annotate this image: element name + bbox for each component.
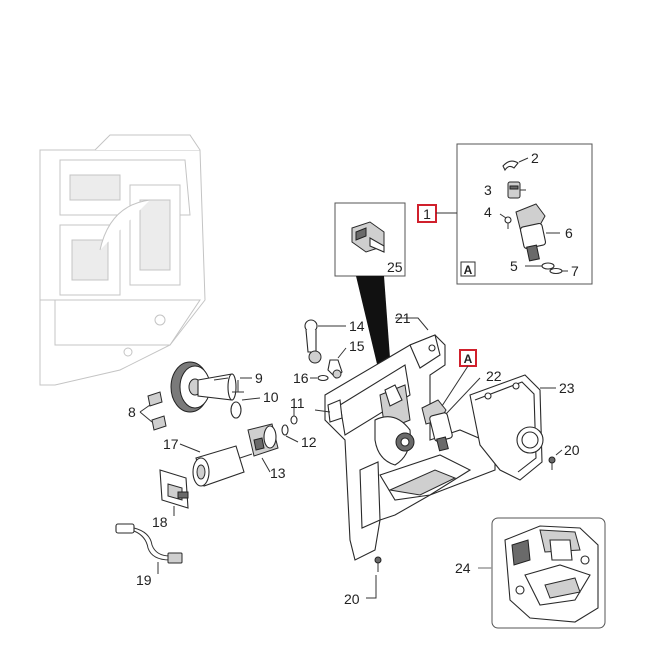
detail-box-a-tag [460, 261, 476, 277]
callout-2: 2 [531, 150, 539, 166]
callout-24: 24 [455, 560, 471, 576]
callout-10: 10 [263, 389, 279, 405]
part-8-clips [147, 391, 167, 431]
inset-pointer-wedge [356, 276, 392, 385]
part-3-fitting [507, 181, 521, 199]
detail-box-a: A 2 3 4 6 5 7 [456, 143, 593, 285]
callout-17: 17 [163, 436, 179, 452]
part-20-screw-right [548, 456, 556, 470]
part-23-cover-panel [469, 374, 544, 481]
callout-25: 25 [387, 259, 403, 275]
part-21-main-frame [314, 334, 496, 561]
part-17-motor [192, 445, 253, 487]
callout-22: 22 [486, 368, 502, 384]
callout-9: 9 [255, 370, 263, 386]
part-24-assembly-box [491, 517, 606, 629]
part-22-valve [421, 399, 453, 452]
callout-13: 13 [270, 465, 286, 481]
callout-20-right: 20 [564, 442, 580, 458]
part-13-coupling [247, 423, 279, 457]
callout-1-highlight: 1 [417, 204, 457, 223]
part-11-washer [290, 415, 298, 425]
detail-box-25: 25 [334, 202, 406, 385]
part-9-gear [170, 361, 237, 413]
part-4-screw [504, 216, 512, 229]
part-25-connector [351, 221, 385, 253]
part-12-bushing [281, 424, 289, 436]
callout-11: 11 [290, 395, 305, 411]
callout-14: 14 [349, 318, 365, 334]
callout-20-bottom: 20 [344, 591, 360, 607]
part-15-elbow [327, 359, 343, 379]
marker-a-text: A [464, 352, 473, 366]
callout-21: 21 [395, 310, 411, 326]
callout-5: 5 [510, 258, 518, 274]
callout-6: 6 [565, 225, 573, 241]
callout-15: 15 [349, 338, 365, 354]
part-19-cable [115, 523, 183, 564]
callout-19: 19 [136, 572, 152, 588]
callout-18: 18 [152, 514, 168, 530]
detail-box-a-tag-text: A [464, 263, 473, 277]
callout-1: 1 [423, 206, 431, 222]
part-14-fitting [304, 319, 322, 364]
part-18-bracket [159, 469, 189, 509]
part-5-o-ring [541, 262, 555, 270]
part-10-o-ring [230, 401, 242, 419]
part-20-screw-bottom [374, 556, 382, 572]
part-16-o-ring [317, 374, 329, 382]
marker-a-highlight: A [441, 349, 477, 407]
callout-7: 7 [571, 263, 579, 279]
callout-16: 16 [293, 370, 309, 386]
callout-8: 8 [128, 404, 136, 420]
callout-23: 23 [559, 380, 575, 396]
part-2-clip [502, 160, 519, 172]
callout-4: 4 [484, 204, 492, 220]
part-6-valve-body [515, 203, 547, 262]
part-7-o-ring [549, 267, 563, 275]
callout-3: 3 [484, 182, 492, 198]
callout-12: 12 [301, 434, 317, 450]
background-machine-frame [39, 134, 206, 386]
